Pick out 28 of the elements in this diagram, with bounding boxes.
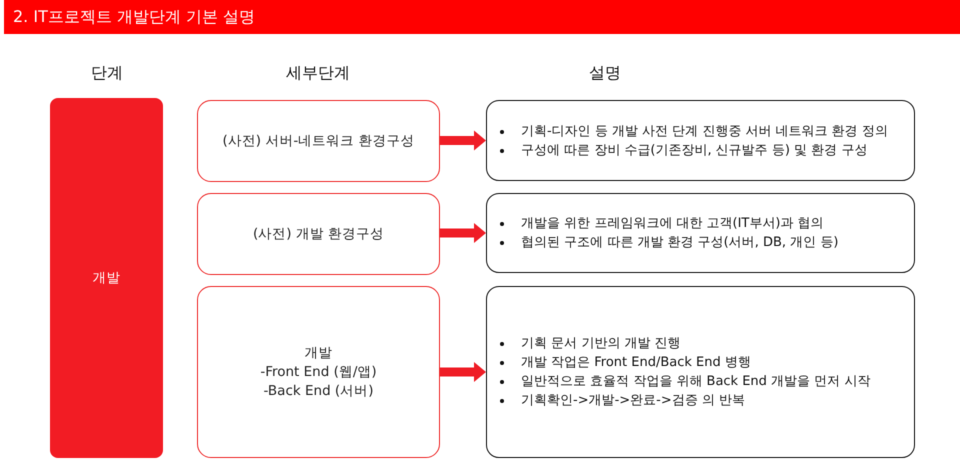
bullet-item: 구성에 따른 장비 수급(기존장비, 신규발주 등) 및 환경 구성 [497,140,868,160]
step-box [197,100,440,182]
arrow [440,130,486,150]
arrow [440,223,486,243]
bullet-item: 기획확인->개발->완료->검증 의 반복 [497,391,746,410]
step-label: (사전) 개발 환경구성 [252,224,384,244]
step-label: -Back End (서버) [264,382,374,400]
step-label: 개발 [304,344,332,362]
step-label: (사전) 서버-네트워크 환경구성 [222,132,414,150]
column-header: 설명 [589,62,621,84]
description-box [486,193,915,273]
bullet-item: 일반적으로 효율적 작업을 위해 Back End 개발을 먼저 시작 [497,372,870,391]
stage-box [50,98,163,458]
arrow [440,362,486,382]
column-header: 단계 [91,62,123,84]
step-box [197,286,440,458]
bullet-item: 협의된 구조에 따른 개발 환경 구성(서버, DB, 개인 등) [497,233,838,252]
bullet-item: 개발 작업은 Front End/Back End 병행 [497,353,751,372]
stage-label: 개발 [92,268,120,288]
bullet-item: 개발을 위한 프레임워크에 대한 고객(IT부서)과 협의 [497,214,824,233]
step-label: -Front End (웹/앱) [260,362,377,382]
title-banner: 2. IT프로젝트 개발단계 기본 설명 [4,0,960,34]
bullet-item: 기획-디자인 등 개발 사전 단계 진행중 서버 네트워크 환경 정의 [497,122,888,140]
step-box [197,193,440,275]
description-box [486,286,915,458]
column-header: 세부단계 [286,62,350,84]
description-box [486,100,915,181]
bullet-item: 기획 문서 기반의 개발 진행 [497,334,681,353]
